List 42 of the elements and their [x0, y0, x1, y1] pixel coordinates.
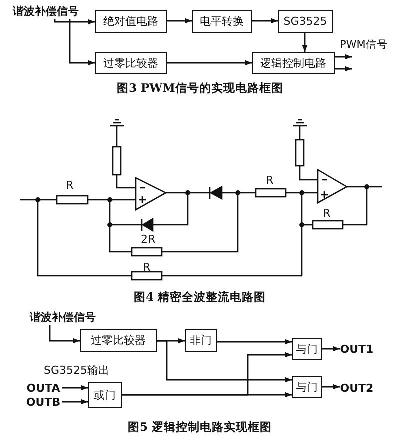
signal-text: OUTB: [25, 396, 62, 409]
block-box: SG3525: [278, 10, 333, 33]
signal-text: OUTA: [25, 382, 62, 395]
arrow: [157, 340, 292, 383]
component-label: R: [266, 175, 274, 187]
arrow: [167, 18, 192, 24]
signal-text: OUT2: [340, 381, 374, 395]
arrow: [167, 60, 252, 66]
arrow: [62, 385, 88, 391]
arrow: [122, 392, 292, 398]
block-box: 与门: [292, 338, 322, 360]
signal-text: PWM信号: [340, 38, 388, 74]
block-box: 非门: [185, 329, 217, 352]
block-box: 过零比较器: [80, 329, 157, 352]
arrow: [62, 399, 88, 405]
arrow: [54, 19, 95, 25]
block-box: 与门: [292, 376, 322, 398]
signal-text: 谐波补偿信号: [24, 310, 102, 325]
arrow: [69, 19, 95, 66]
arrow: [322, 346, 340, 352]
component-label: R: [66, 180, 74, 192]
figure-caption: 图5 逻辑控制电路实现框图: [128, 421, 272, 433]
signal-text: OUT1: [340, 342, 374, 356]
block-box: 过零比较器: [95, 52, 167, 74]
component-label: R: [143, 262, 151, 274]
block-box: 绝对值电路: [95, 10, 167, 33]
component-label: R: [323, 208, 331, 220]
arrow: [335, 66, 352, 72]
arrow: [252, 18, 278, 24]
block-box: 或门: [88, 382, 122, 408]
arrow: [335, 54, 352, 60]
signal-label: SG3525输出: [44, 365, 110, 377]
block-box: 电平转换: [192, 10, 252, 33]
component-label: 2R: [141, 234, 156, 246]
arrow: [302, 33, 308, 52]
signal-text: 谐波补偿信号: [8, 4, 84, 19]
arrow: [322, 384, 340, 390]
figure-caption: 图3 PWM信号的实现电路框图: [117, 82, 284, 94]
block-box: 逻辑控制电路: [252, 52, 335, 74]
arrow: [49, 325, 80, 344]
figure-caption: 图4 精密全波整流电路图: [134, 291, 266, 303]
arrow: [217, 339, 292, 345]
